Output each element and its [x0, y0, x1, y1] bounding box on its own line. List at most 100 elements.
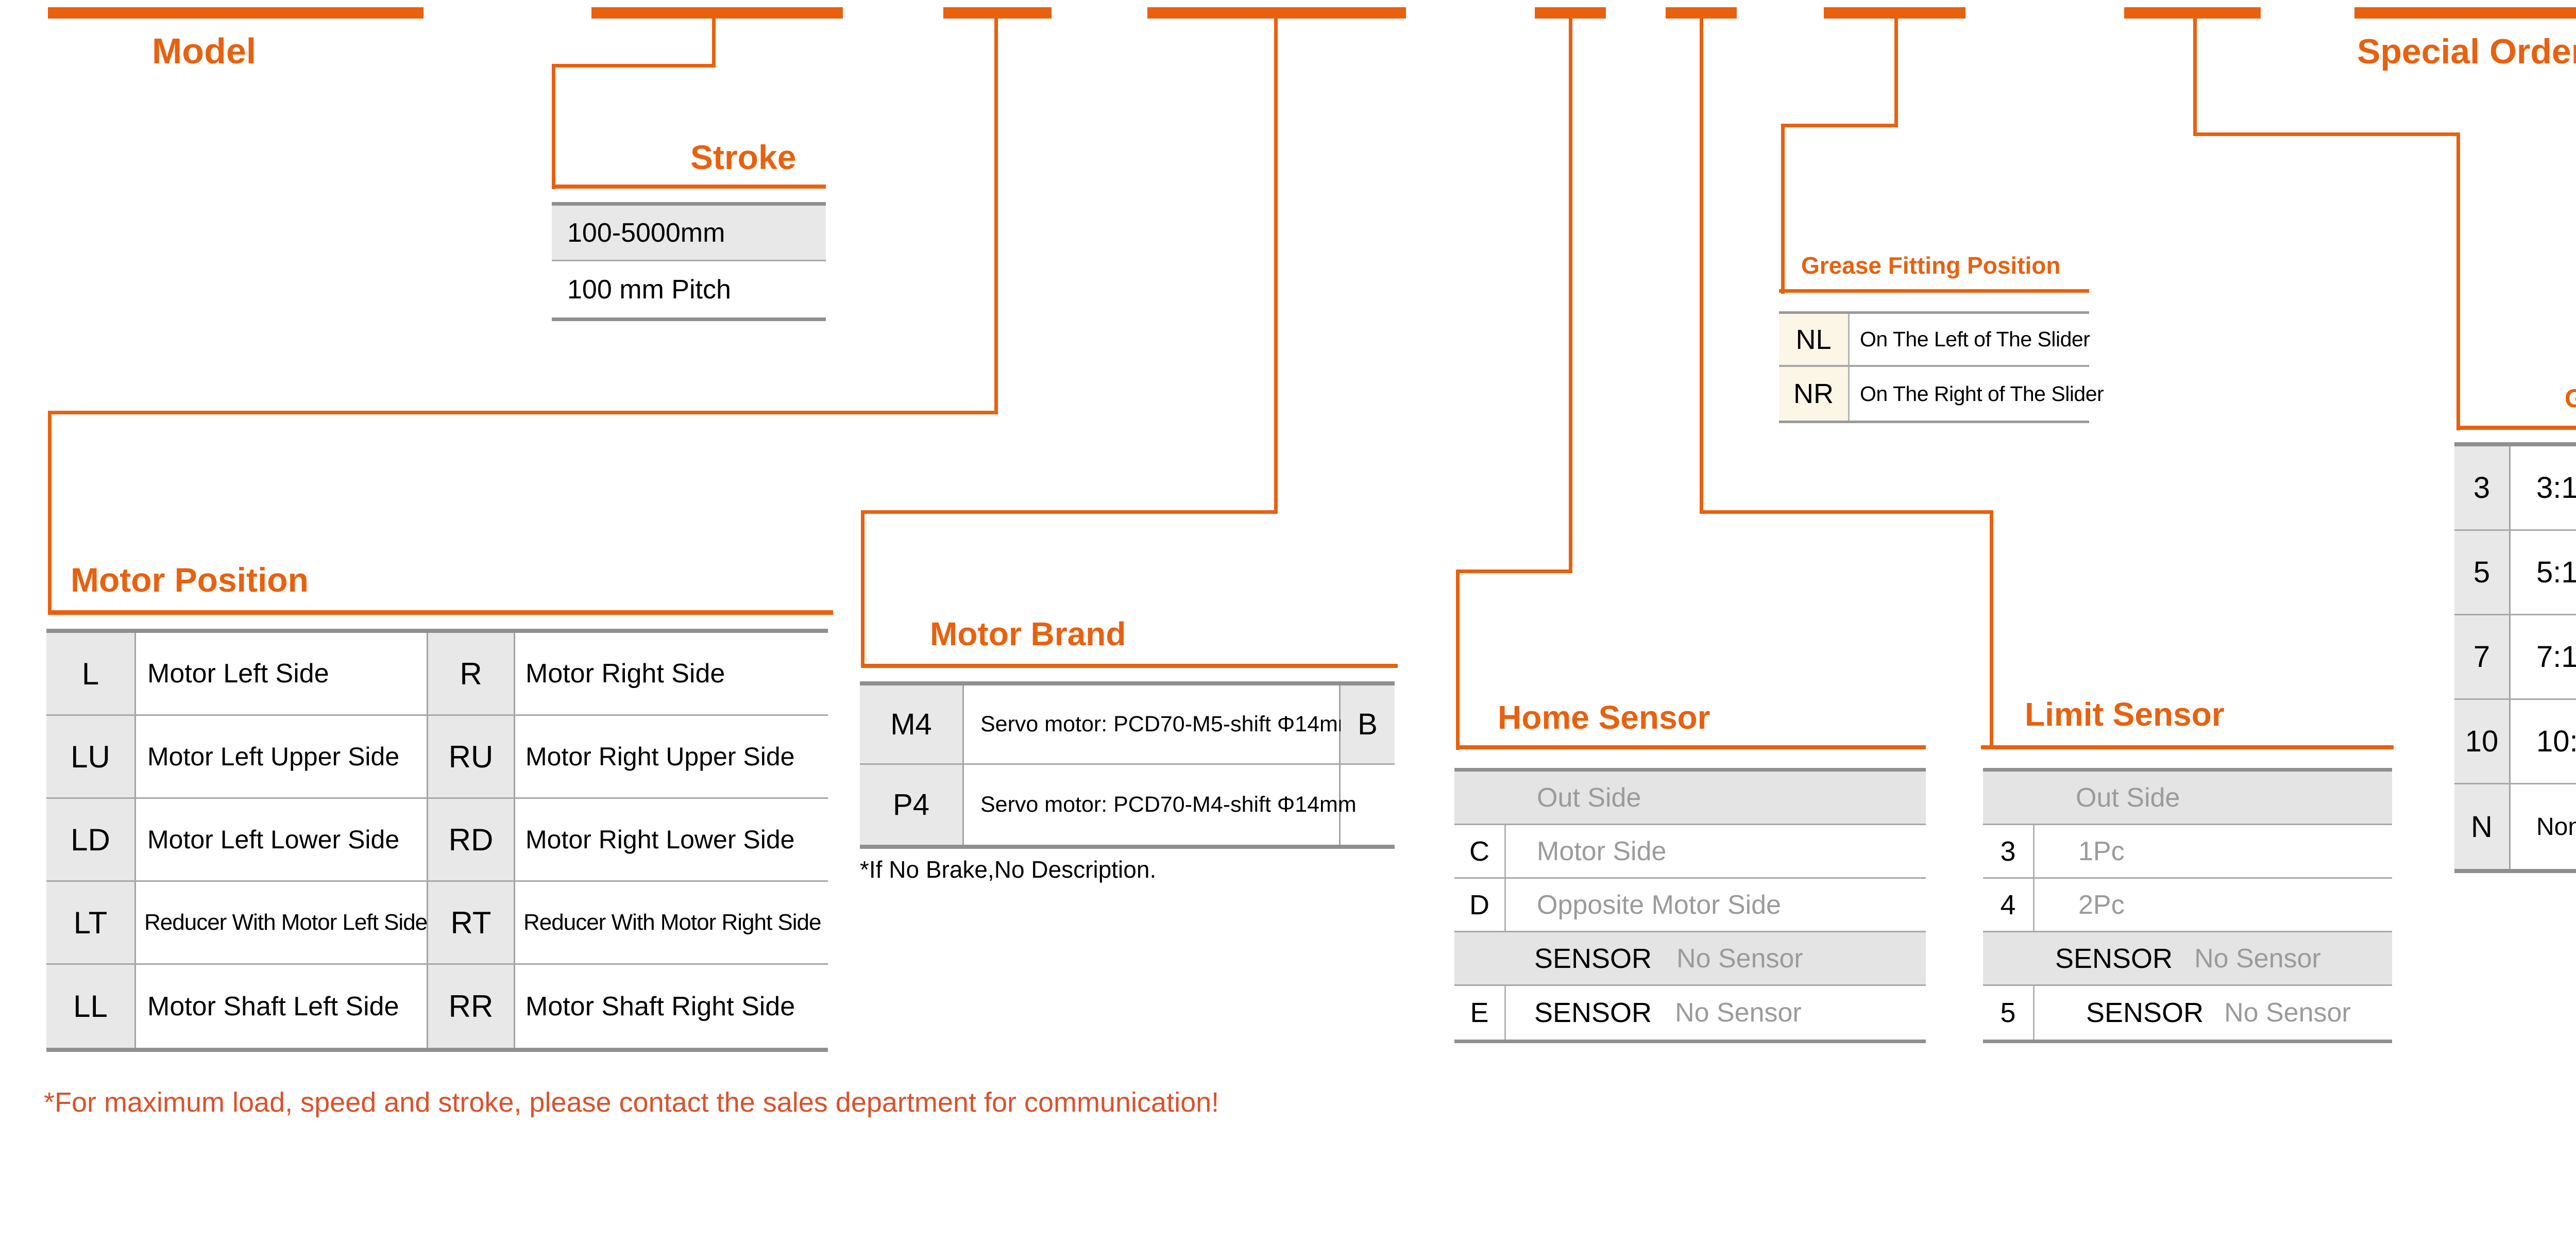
home-sensor-sensor-row: SENSOR No Sensor	[1506, 986, 1926, 1040]
limit-sensor-sensor-row: SENSOR No Sensor	[1983, 932, 2321, 984]
motor-position-desc: Motor Shaft Right Side	[526, 991, 795, 1022]
grease-title: Grease Fitting Position	[1801, 252, 2061, 279]
motor-position-desc: Motor Left Side	[136, 633, 428, 714]
table-row: Out Side	[1983, 772, 2392, 825]
motor-position-title: Motor Position	[71, 561, 309, 599]
motor-position-desc: Motor Right Upper Side	[526, 742, 795, 771]
gearbox-code: 5	[2454, 531, 2511, 614]
home-sensor-code: D	[1454, 879, 1506, 931]
sensor-label: SENSOR	[2055, 943, 2173, 974]
motor-brand-underline	[861, 664, 1398, 668]
home-sensor-underline	[1456, 745, 1926, 749]
stroke-range-row: 100-5000mm	[552, 206, 826, 261]
no-sensor-label: No Sensor	[1676, 943, 1803, 974]
motor-position-code: RR	[428, 965, 515, 1048]
motor-position-underline	[48, 610, 833, 615]
stroke-connector-v1	[712, 15, 716, 68]
motor-position-code: LL	[46, 965, 136, 1048]
table-row: 5 SENSOR No Sensor	[1983, 986, 2392, 1040]
gearbox-title: Gearbox Ratio	[2565, 384, 2576, 413]
code-segment-stroke	[591, 7, 843, 19]
motor-position-code: LU	[46, 716, 136, 797]
gearbox-connector-v2	[2456, 132, 2460, 430]
limit-sensor-connector-h	[1700, 510, 1993, 514]
home-sensor-connector-h	[1456, 570, 1572, 573]
code-segment-limit-sensor	[1666, 7, 1737, 19]
code-segment-motor-position	[943, 7, 1052, 19]
no-sensor-label: No Sensor	[2224, 998, 2351, 1028]
motor-position-table: L Motor Left Side R Motor Right Side LU …	[46, 629, 828, 1052]
limit-sensor-code: 5	[1983, 986, 2035, 1040]
table-row: NL On The Left of The Slider	[1779, 314, 2090, 367]
table-row: 3 1Pc	[1983, 825, 2392, 879]
grease-table: NL On The Left of The Slider NR On The R…	[1779, 311, 2104, 423]
motor-position-desc: Reducer With Motor Right Side	[523, 910, 821, 935]
table-row: 5 5:1	[2454, 531, 2576, 615]
table-row: L Motor Left Side R Motor Right Side	[46, 633, 828, 716]
motor-position-connector-v1	[994, 15, 998, 414]
motor-brand-code: P4	[860, 765, 964, 845]
table-row: SENSOR No Sensor	[1983, 932, 2392, 986]
motor-position-desc: Reducer With Motor Left Side	[136, 882, 428, 963]
table-row: 7 7:1	[2454, 615, 2576, 700]
code-segment-grease	[1824, 7, 1965, 19]
grease-desc: On The Right of The Slider	[1860, 381, 2104, 406]
stroke-title: Stroke	[690, 138, 796, 176]
limit-sensor-desc: 1Pc	[2078, 836, 2125, 866]
gearbox-desc: 5:1	[2536, 556, 2576, 589]
home-sensor-desc: Motor Side	[1537, 836, 1667, 866]
gearbox-desc: 7:1	[2536, 640, 2576, 674]
limit-sensor-underline	[1981, 745, 2394, 749]
stroke-table: 100-5000mm 100 mm Pitch	[552, 202, 826, 321]
gearbox-desc: None Gearbox Type	[2536, 813, 2576, 841]
stroke-connector-h	[552, 64, 716, 68]
motor-brand-note: *If No Brake,No Description.	[860, 856, 1157, 883]
stroke-range-value: 100-5000mm	[567, 217, 725, 248]
motor-position-desc: Motor Right Side	[526, 659, 725, 689]
special-order-label: Special Order No.	[2357, 32, 2576, 71]
limit-sensor-connector-v2	[1990, 510, 1993, 749]
gearbox-code: 3	[2454, 446, 2511, 529]
grease-underline	[1779, 289, 2089, 293]
table-row: 4 2Pc	[1983, 879, 2392, 932]
limit-sensor-table: Out Side 3 1Pc 4 2Pc SENSOR No Sensor 5 …	[1983, 768, 2392, 1043]
home-sensor-code: E	[1454, 986, 1506, 1040]
motor-brand-connector-v1	[1274, 15, 1278, 514]
grease-code: NR	[1779, 367, 1850, 421]
motor-brand-brake-option	[1341, 765, 1395, 845]
gearbox-desc: 3:1	[2536, 471, 2576, 505]
motor-brand-connector-h	[861, 510, 1278, 514]
gearbox-connector-v1	[2193, 15, 2197, 136]
gearbox-code: N	[2454, 784, 2511, 869]
table-row: LU Motor Left Upper Side RU Motor Right …	[46, 716, 828, 799]
code-segment-home-sensor	[1535, 7, 1606, 19]
sensor-label: SENSOR	[1534, 997, 1652, 1028]
limit-sensor-sensor-row: SENSOR No Sensor	[2035, 986, 2392, 1040]
code-segment-special-order	[2354, 7, 2576, 19]
table-row: LT Reducer With Motor Left Side RT Reduc…	[46, 882, 828, 965]
motor-position-desc: Motor Shaft Left Side	[136, 965, 428, 1048]
motor-brand-desc: Servo motor: PCD70-M4-shift Φ14mm	[964, 765, 1357, 845]
motor-position-code: L	[46, 633, 136, 714]
motor-position-connector-v2	[48, 411, 52, 615]
home-sensor-code: C	[1454, 825, 1506, 877]
gearbox-desc: 10:1	[2536, 725, 2576, 758]
motor-position-code: RD	[428, 799, 515, 880]
code-segment-gearbox	[2124, 7, 2261, 19]
limit-sensor-title: Limit Sensor	[2025, 696, 2225, 733]
no-sensor-label: No Sensor	[1675, 998, 1802, 1028]
code-segment-model	[48, 7, 423, 19]
table-row: M4 Servo motor: PCD70-M5-shift Φ14mm B	[860, 685, 1395, 765]
table-row: LL Motor Shaft Left Side RR Motor Shaft …	[46, 965, 828, 1048]
table-row: NR On The Right of The Slider	[1779, 367, 2104, 421]
table-row: 3 3:1	[2454, 446, 2576, 531]
motor-position-code: LT	[46, 882, 136, 963]
code-segment-motor-brand	[1147, 7, 1406, 19]
home-sensor-connector-v1	[1569, 15, 1572, 573]
motor-brand-code: M4	[860, 685, 964, 763]
grease-connector-h	[1781, 124, 1898, 127]
model-label: Model	[152, 31, 257, 71]
gearbox-connector-h	[2193, 132, 2460, 136]
grease-connector-v1	[1894, 15, 1898, 127]
